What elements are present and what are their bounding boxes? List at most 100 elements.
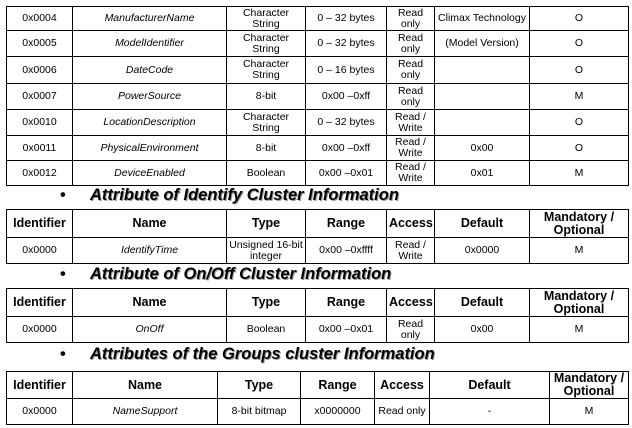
header-mandatory-optional: Mandatory / Optional [549, 371, 629, 399]
identify-cluster-table: Identifier Name Type Range Access Defaul… [6, 209, 629, 264]
header-range: Range [305, 209, 387, 238]
access-cell: Read only [386, 83, 435, 110]
table-row: 0x0005 ModelIdentifier Character String … [6, 30, 629, 57]
mandatory-optional-cell: O [529, 30, 629, 57]
bullet-icon: • [60, 265, 66, 283]
access-cell: Read / Write [386, 237, 435, 264]
basic-attributes-table: 0x0004 ManufacturerName Character String… [6, 6, 629, 186]
mandatory-optional-cell: O [529, 135, 629, 161]
name-cell: NameSupport [72, 398, 218, 425]
name-cell: ModelIdentifier [72, 30, 227, 57]
header-default: Default [434, 209, 530, 238]
type-cell: Boolean [226, 160, 306, 186]
header-name: Name [72, 288, 227, 317]
section-title: Attribute of On/Off Cluster Information [90, 265, 392, 283]
type-cell: Character String [226, 109, 306, 136]
header-type: Type [226, 288, 306, 317]
identifier-cell: 0x0007 [6, 83, 73, 110]
name-cell: PhysicalEnvironment [72, 135, 227, 161]
default-cell: 0x0000 [434, 237, 530, 264]
section-heading-identify: • Attribute of Identify Cluster Informati… [60, 186, 399, 205]
default-cell: (Model Version) [434, 30, 530, 57]
onoff-cluster-table: Identifier Name Type Range Access Defaul… [6, 288, 629, 343]
header-identifier: Identifier [6, 371, 73, 399]
table-row: 0x0010 LocationDescription Character Str… [6, 109, 629, 136]
name-cell: ManufacturerName [72, 6, 227, 31]
table-row: 0x0000 OnOff Boolean 0x00 –0x01 Read onl… [6, 316, 629, 343]
range-cell: 0x00 –0x01 [305, 160, 387, 186]
mandatory-optional-cell: M [529, 83, 629, 110]
mandatory-optional-cell: M [529, 316, 629, 343]
header-access: Access [386, 209, 435, 238]
range-cell: x0000000 [300, 398, 375, 425]
identifier-cell: 0x0006 [6, 56, 73, 84]
bullet-icon: • [60, 345, 66, 363]
header-access: Access [386, 288, 435, 317]
type-cell: Unsigned 16-bit integer [226, 237, 306, 264]
table-row: 0x0006 DateCode Character String 0 – 16 … [6, 56, 629, 84]
identifier-cell: 0x0010 [6, 109, 73, 136]
range-cell: 0x00 –0x01 [305, 316, 387, 343]
table-row: 0x0000 NameSupport 8-bit bitmap x0000000… [6, 398, 629, 425]
identifier-cell: 0x0011 [6, 135, 73, 161]
header-identifier: Identifier [6, 209, 73, 238]
identifier-cell: 0x0005 [6, 30, 73, 57]
type-cell: Character String [226, 30, 306, 57]
table-row: 0x0011 PhysicalEnvironment 8-bit 0x00 –0… [6, 135, 629, 161]
range-cell: 0 – 16 bytes [305, 56, 387, 84]
table-row: 0x0012 DeviceEnabled Boolean 0x00 –0x01 … [6, 160, 629, 186]
access-cell: Read only [386, 30, 435, 57]
access-cell: Read / Write [386, 135, 435, 161]
name-cell: DeviceEnabled [72, 160, 227, 186]
default-cell: - [429, 398, 550, 425]
header-name: Name [72, 371, 218, 399]
type-cell: 8-bit [226, 83, 306, 110]
bullet-icon: • [60, 186, 66, 204]
section-heading-groups: •Attributes of the Groups cluster Inform… [60, 345, 435, 364]
range-cell: 0 – 32 bytes [305, 109, 387, 136]
range-cell: 0 – 32 bytes [305, 6, 387, 31]
header-row: Identifier Name Type Range Access Defaul… [6, 209, 629, 238]
access-cell: Read only [386, 6, 435, 31]
mandatory-optional-cell: M [549, 398, 629, 425]
identifier-cell: 0x0000 [6, 398, 73, 425]
name-cell: PowerSource [72, 83, 227, 110]
header-name: Name [72, 209, 227, 238]
mandatory-optional-cell: M [529, 160, 629, 186]
name-cell: LocationDescription [72, 109, 227, 136]
access-cell: Read only [386, 56, 435, 84]
mandatory-optional-cell: M [529, 237, 629, 264]
name-cell: DateCode [72, 56, 227, 84]
header-range: Range [305, 288, 387, 317]
identifier-cell: 0x0004 [6, 6, 73, 31]
header-type: Type [217, 371, 301, 399]
access-cell: Read / Write [386, 109, 435, 136]
type-cell: Character String [226, 6, 306, 31]
header-range: Range [300, 371, 375, 399]
range-cell: 0x00 –0xff [305, 83, 387, 110]
mandatory-optional-cell: O [529, 56, 629, 84]
range-cell: 0x00 –0xff [305, 135, 387, 161]
groups-cluster-table: Identifier Name Type Range Access Defaul… [6, 371, 629, 425]
header-mandatory-optional: Mandatory / Optional [529, 209, 629, 238]
default-cell [434, 109, 530, 136]
range-cell: 0 – 32 bytes [305, 30, 387, 57]
header-access: Access [374, 371, 430, 399]
mandatory-optional-cell: O [529, 6, 629, 31]
identifier-cell: 0x0000 [6, 237, 73, 264]
section-title: Attribute of Identify Cluster Informatio… [90, 186, 399, 204]
type-cell: Character String [226, 56, 306, 84]
section-heading-onoff: • Attribute of On/Off Cluster Information [60, 265, 391, 284]
identifier-cell: 0x0012 [6, 160, 73, 186]
default-cell: Climax Technology [434, 6, 530, 31]
header-row: Identifier Name Type Range Access Defaul… [6, 371, 629, 399]
header-row: Identifier Name Type Range Access Defaul… [6, 288, 629, 317]
header-identifier: Identifier [6, 288, 73, 317]
header-default: Default [434, 288, 530, 317]
identifier-cell: 0x0000 [6, 316, 73, 343]
default-cell [434, 83, 530, 110]
name-cell: IdentifyTime [72, 237, 227, 264]
access-cell: Read / Write [386, 160, 435, 186]
table-row: 0x0000 IdentifyTime Unsigned 16-bit inte… [6, 237, 629, 264]
access-cell: Read only [374, 398, 430, 425]
